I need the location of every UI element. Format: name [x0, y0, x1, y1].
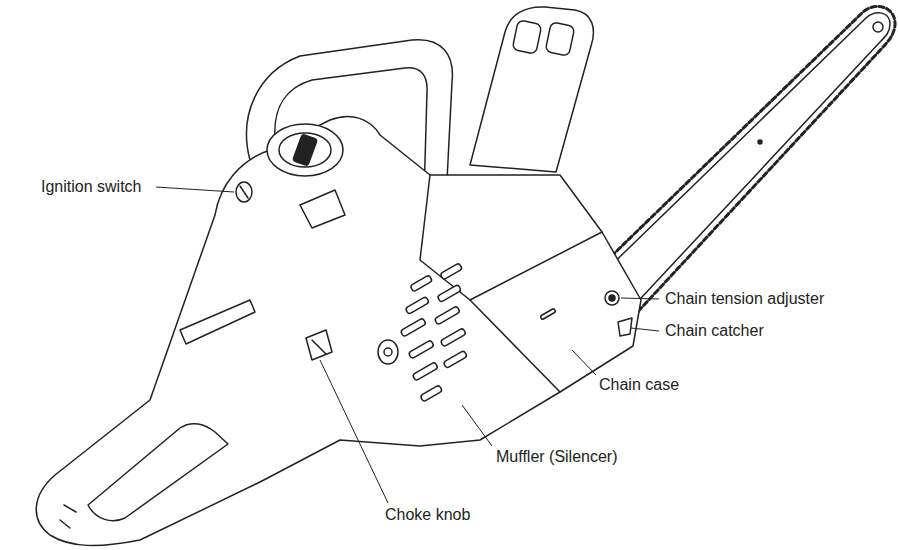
chainsaw	[36, 6, 895, 545]
bar-nose-sprocket	[873, 22, 883, 32]
grill-slot	[412, 362, 438, 381]
fuel-cap	[267, 124, 343, 176]
muffler-grill	[400, 263, 467, 402]
leader-line	[462, 405, 492, 446]
leader-line	[156, 187, 234, 192]
leader-line	[320, 360, 388, 503]
chain-catcher	[618, 318, 632, 336]
fuel-cap-rim	[279, 133, 331, 167]
part-label: Muffler (Silencer)	[495, 448, 619, 466]
hand-guard	[470, 7, 593, 172]
grill-slot	[440, 263, 463, 280]
grill-slot	[420, 385, 443, 402]
ignition-switch-knob	[236, 182, 252, 202]
grill-slot	[400, 318, 426, 337]
part-label: Chain catcher	[664, 322, 765, 340]
grill-slot	[408, 340, 434, 359]
guide-bar	[598, 13, 890, 312]
part-label: Chain case	[598, 376, 680, 394]
hand-guard-window	[545, 22, 575, 56]
rear-handle-opening	[88, 424, 228, 521]
choke-knob-mark	[312, 340, 326, 354]
handle-detail	[60, 505, 76, 528]
part-label: Choke knob	[384, 506, 471, 524]
cover-knob	[378, 340, 398, 364]
hand-guard-window	[512, 20, 542, 54]
part-label: Chain tension adjuster	[664, 290, 825, 308]
chain-case-vent	[540, 308, 556, 319]
chain-case-seam	[470, 300, 560, 392]
grill-slot	[405, 296, 429, 314]
throttle-trigger	[300, 190, 345, 228]
adjuster-screw	[609, 295, 615, 301]
bar-rivet	[758, 140, 762, 144]
leader-line	[631, 328, 659, 331]
chain-tension-adjuster	[605, 291, 619, 305]
handle-grip-ridge	[180, 300, 255, 344]
grill-slot	[440, 328, 466, 347]
leader-line	[572, 350, 596, 375]
saw-chain	[594, 6, 895, 318]
leader-lines	[156, 187, 659, 503]
engine-housing	[36, 116, 641, 545]
part-label: Ignition switch	[40, 178, 143, 196]
grill-slot	[443, 350, 467, 368]
body-seam	[420, 175, 602, 300]
grill-slot	[434, 306, 460, 325]
grill-slot	[410, 275, 433, 292]
ignition-switch-mark	[240, 186, 248, 198]
grill-slot	[437, 284, 461, 302]
choke-knob	[306, 330, 332, 360]
cover-knob-center	[384, 348, 392, 356]
leader-line	[621, 298, 659, 299]
fuel-cap-wing	[293, 134, 318, 166]
